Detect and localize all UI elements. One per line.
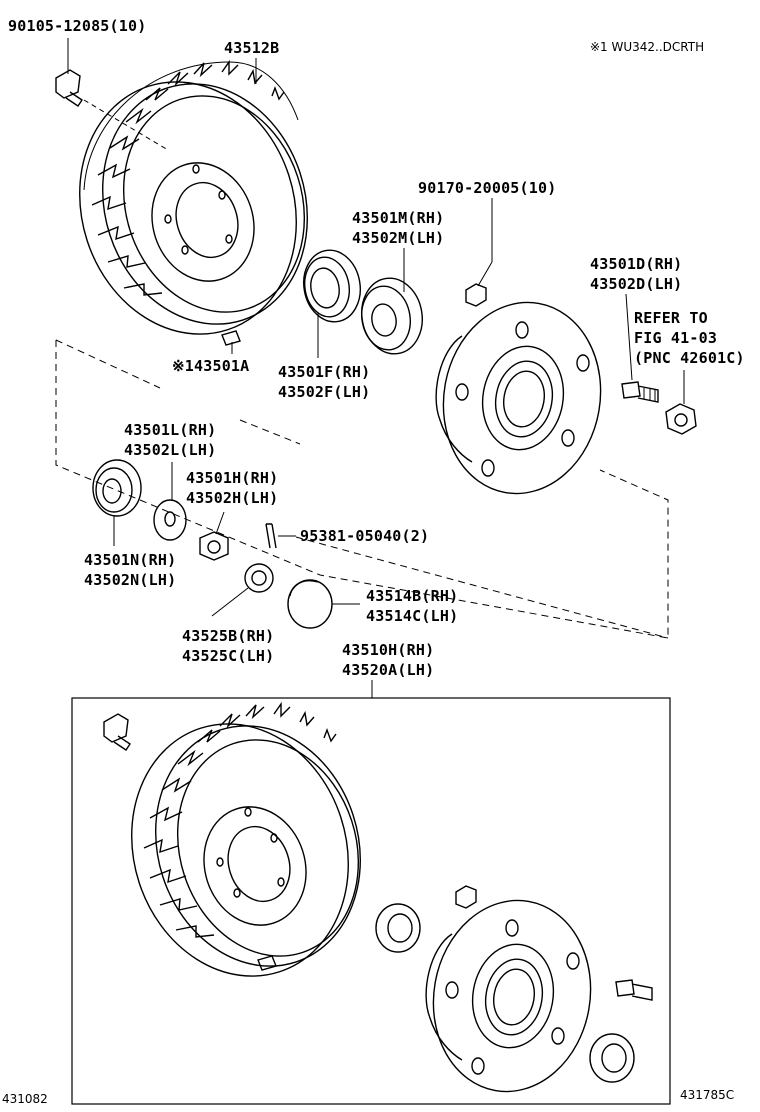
label-washer-43501H: 43501H(RH) [186, 469, 279, 487]
label-pin-95381: 95381-05040(2) [300, 527, 430, 545]
hub-nut-90170 [465, 283, 487, 307]
diagram-code-right: 431785C [680, 1088, 735, 1102]
label-bearing-43501L: 43501L(RH) [124, 421, 217, 439]
bearing-43501M [361, 277, 423, 355]
bearing-43501N [92, 459, 142, 517]
leader-lines [67, 38, 685, 698]
clip-43501A [221, 330, 241, 346]
label-bearing-43501M: 43501M(RH) [352, 209, 445, 227]
lock-nut-43525B [244, 563, 274, 593]
label-refer-line2: FIG 41-03 [634, 329, 718, 347]
washer-43501L [153, 499, 187, 541]
hub-nut-42601C [665, 403, 697, 435]
lock-nut-lower-right [589, 1033, 635, 1083]
label-nut-90170: 90170-20005(10) [418, 179, 557, 197]
nut-43501H [199, 531, 229, 561]
label-seal-43502F: 43502F(LH) [278, 383, 371, 401]
label-hubbolt-43502D: 43502D(LH) [590, 275, 683, 293]
label-refer-line1: REFER TO [634, 309, 708, 327]
hub-bolt-lower [615, 979, 653, 1001]
hub-bolt-43501D [621, 381, 659, 403]
label-locknut-43525C: 43525C(LH) [182, 647, 275, 665]
cotter-pin-95381 [265, 523, 277, 549]
axle-hub-upper [435, 301, 602, 495]
label-bolt-90105: 90105-12085(10) [8, 17, 147, 35]
label-washer-43502H: 43502H(LH) [186, 489, 279, 507]
label-assy-43520A: 43520A(LH) [342, 661, 435, 679]
label-seal-43501F: 43501F(RH) [278, 363, 371, 381]
assembly-box [71, 697, 671, 1105]
label-cap-43514B: 43514B(RH) [366, 587, 459, 605]
label-hubbolt-43501D: 43501D(RH) [590, 255, 683, 273]
hub-nut-lower [455, 885, 477, 909]
label-bearing-43501N: 43501N(RH) [84, 551, 177, 569]
drum-bolt-upper [55, 69, 169, 151]
label-bearing-43502M: 43502M(LH) [352, 229, 445, 247]
lock-nut-lower-left [375, 903, 421, 953]
label-note-top: ※1 WU342..DCRTH [590, 40, 705, 54]
brake-drum-upper [79, 59, 309, 335]
subassembly-dashed-outline [55, 339, 669, 639]
label-refer-line3: (PNC 42601C) [634, 349, 745, 367]
axle-hub-lower [425, 899, 592, 1093]
label-bearing-43502L: 43502L(LH) [124, 441, 217, 459]
oil-seal-43501F [303, 249, 361, 323]
grease-cap-43514B [287, 579, 333, 629]
label-clip-43501A: ※143501A [172, 357, 250, 375]
label-cap-43514C: 43514C(LH) [366, 607, 459, 625]
brake-drum-lower [131, 701, 362, 977]
label-assy-43510H: 43510H(RH) [342, 641, 435, 659]
label-locknut-43525B: 43525B(RH) [182, 627, 275, 645]
label-drum-43512B: 43512B [224, 39, 280, 57]
label-bearing-43502N: 43502N(LH) [84, 571, 177, 589]
drum-bolt-lower [103, 713, 131, 751]
diagram-code-left: 431082 [2, 1092, 48, 1106]
